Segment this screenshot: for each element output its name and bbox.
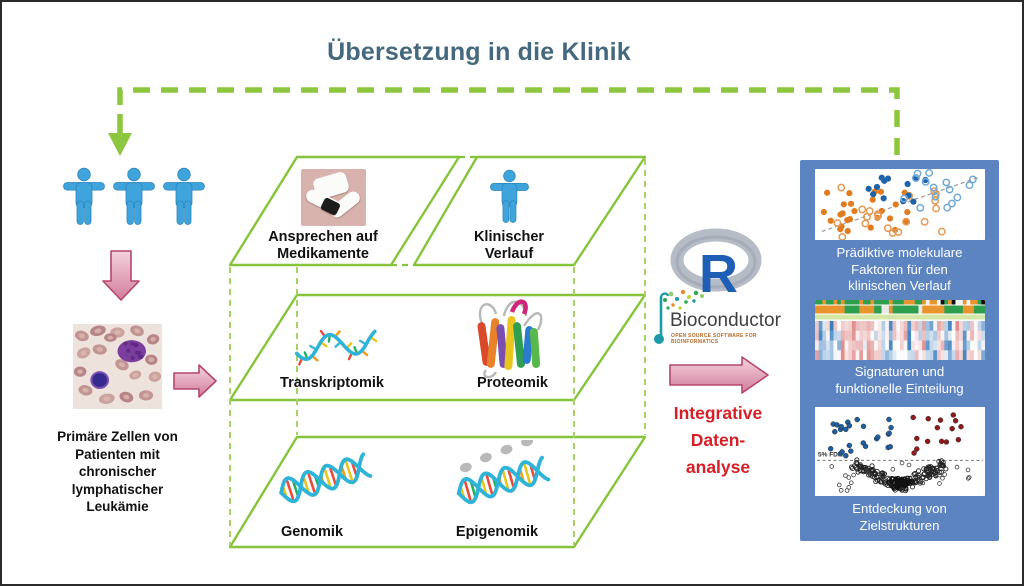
r-logo-icon: R: [670, 228, 762, 302]
results-panel: Prädiktive molekulare Faktoren für den k…: [800, 160, 999, 541]
integrative-analysis-label: Integrative Daten- analyse: [673, 403, 763, 478]
clinic-loop-dashed-line: [108, 87, 900, 156]
bioconductor-tagline: OPEN SOURCE SOFTWARE FOR BIOINFORMATICS: [671, 333, 757, 345]
bioconductor-logo: Bioconductor OPEN SOURCE SOFTWARE FOR BI…: [652, 288, 794, 350]
layer-clinical-course: [412, 155, 647, 267]
label-drug-response: Ansprechen auf Medikamente: [268, 229, 378, 263]
protein-icon: [477, 299, 543, 379]
pink-arrow-analysis-icon: [669, 356, 769, 394]
bioconductor-note-icon: [654, 292, 670, 344]
caption-signatures: Signaturen und funktionelle Einteilung: [835, 364, 964, 396]
microscopy-photo: [73, 324, 162, 409]
omics-layers: [228, 155, 647, 549]
dna-icon: [279, 452, 373, 504]
pink-arrow-right-icon: [173, 364, 217, 398]
green-arrow-icon: [108, 133, 132, 156]
bioconductor-dots-icon: [663, 289, 704, 310]
fdr-threshold-label: 5% FDR: [818, 451, 843, 458]
caption-predictive-factors: Prädiktive molekulare Faktoren für den k…: [836, 245, 963, 294]
patients-caption: Primäre Zellen von Patienten mit chronis…: [57, 429, 178, 515]
pill-photo: [301, 169, 366, 226]
label-transcriptomics: Transkriptomik: [280, 375, 384, 391]
caption-targets: Entdeckung von Zielstrukturen: [852, 501, 947, 533]
r-letter: R: [699, 244, 738, 302]
rna-icon: [294, 329, 378, 366]
label-proteomics: Proteomik: [477, 375, 548, 391]
layer-genomics-epigenomics: [228, 435, 647, 549]
person-icon: [113, 167, 155, 225]
figure-title: Übersetzung in die Klinik: [327, 38, 631, 66]
bioconductor-wordmark: Bioconductor: [670, 310, 781, 331]
label-clinical-course: Klinischer Verlauf: [473, 229, 545, 263]
pink-arrows: [102, 250, 769, 398]
heatmap-plot: [815, 300, 985, 360]
label-epigenomics: Epigenomik: [455, 524, 539, 540]
layer-connectors: [229, 159, 646, 545]
person-icon: [63, 167, 105, 225]
pink-arrow-down-icon: [102, 250, 140, 301]
label-genomics: Genomik: [280, 524, 344, 540]
scatter-plot: [815, 169, 985, 240]
volcano-plot: 5% FDR: [815, 407, 985, 496]
person-icon: [163, 167, 205, 225]
epigenome-icon: [456, 440, 551, 505]
